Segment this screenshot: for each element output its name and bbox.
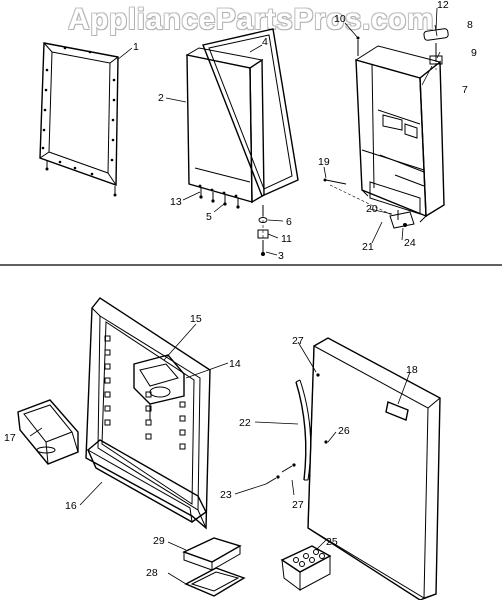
callout-22: 22 [239,417,251,429]
callout-24: 24 [404,237,416,249]
callout-20: 20 [366,203,378,215]
callout-11: 11 [281,233,292,245]
part-1-door-frame [39,42,119,197]
callout-12: 12 [437,0,449,11]
callout-29: 29 [153,535,165,547]
callout-25: 25 [326,536,338,548]
callout-23: 23 [220,489,232,501]
top-hinge-parts [356,28,449,65]
part-29-dairy-lid [182,537,242,571]
alignment-lines-top [262,43,437,254]
callout-1: 1 [133,41,139,53]
callout-21: 21 [362,241,374,253]
part-28-tray [184,567,246,597]
callout-17: 17 [4,432,16,444]
callout-27-upper: 27 [292,335,304,347]
callout-2: 2 [158,92,164,104]
watermark: AppliancePartsPros.com [67,3,435,36]
part-2-door-panel [185,47,265,204]
callout-6: 6 [286,216,292,228]
door-liner [85,297,211,530]
leader-lines [29,7,441,585]
bottom-hinge-parts [323,178,415,229]
callout-7: 7 [462,84,468,96]
part-17-door-bin [17,399,79,465]
callout-15: 15 [190,313,202,325]
callout-26: 26 [338,425,350,437]
handle-screws [265,463,296,485]
callout-28: 28 [146,567,158,579]
callout-14: 14 [229,358,241,370]
callout-10: 10 [334,13,346,25]
part-25-egg-tray [280,545,332,591]
callout-19: 19 [318,156,330,168]
callout-3: 3 [278,250,284,262]
callout-8: 8 [467,19,473,31]
dispenser-module [133,354,185,420]
part-22-handle [295,373,328,481]
callout-9: 9 [471,47,477,59]
callout-18: 18 [406,364,418,376]
refrigerator-cabinet [354,45,445,223]
callout-5: 5 [206,211,212,223]
callout-labels: 1 2 3 4 5 6 7 8 9 10 11 12 13 14 15 16 1… [4,0,477,579]
door-hardware-screws [199,188,240,209]
callout-16: 16 [65,500,77,512]
door-gasket-top [202,28,299,197]
callout-4: 4 [262,36,268,48]
part-18-outer-door [307,337,441,600]
callout-13: 13 [170,196,182,208]
callout-27-lower: 27 [292,499,304,511]
